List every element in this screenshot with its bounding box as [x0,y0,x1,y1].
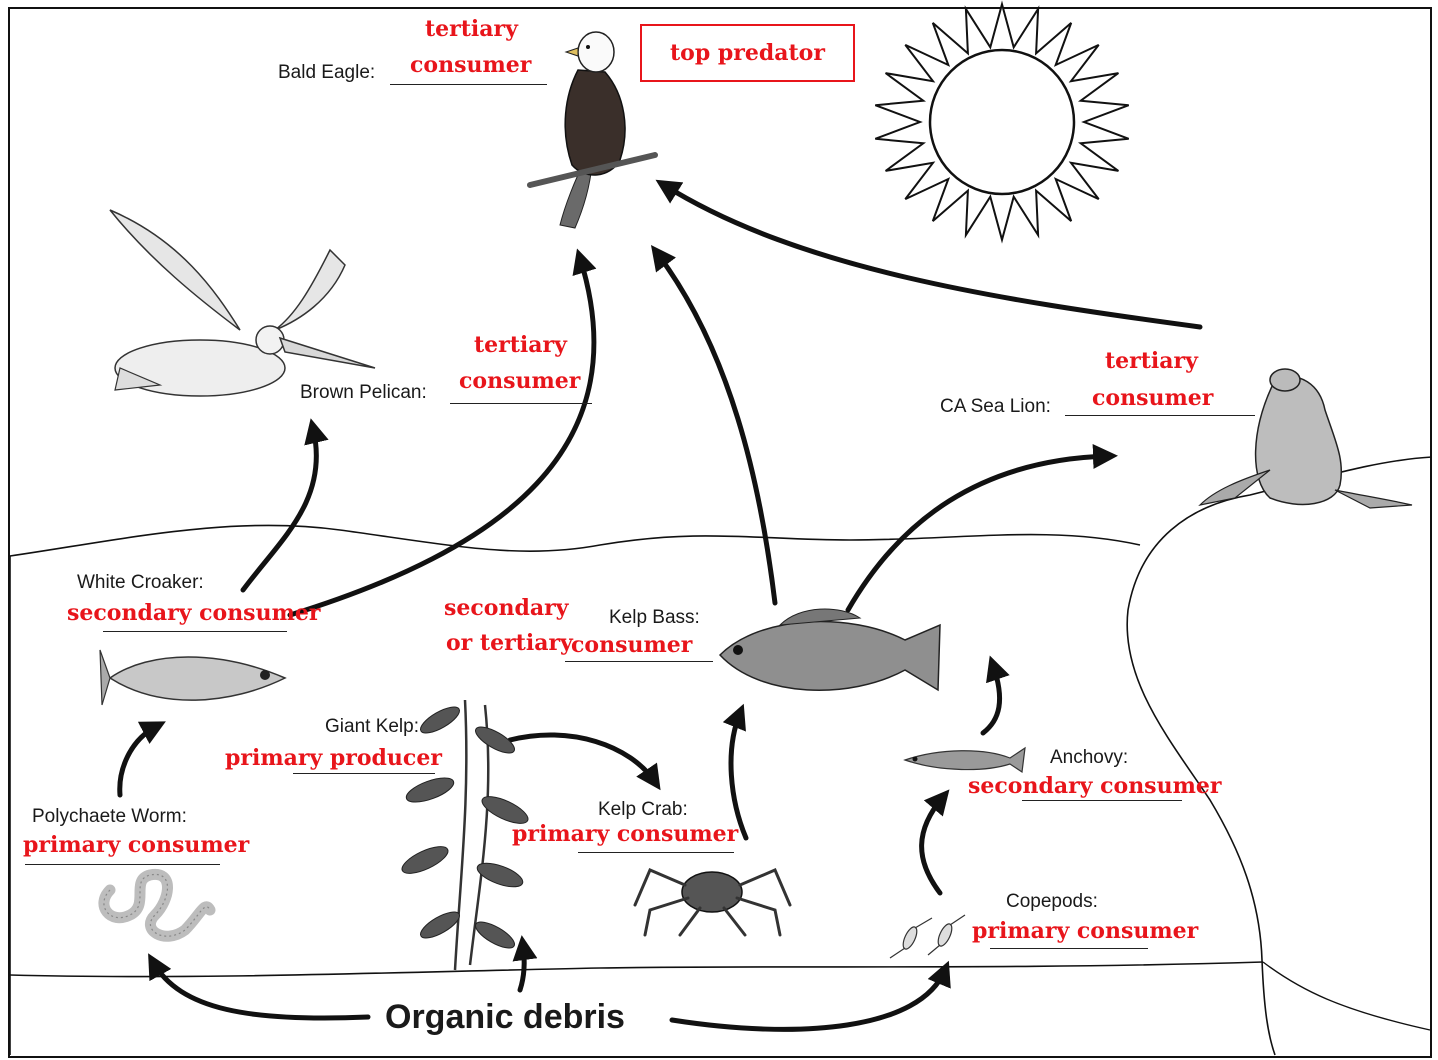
white-croaker-answer: secondary consumer [67,600,320,626]
sea-lion-answer-line [1065,415,1255,416]
polychaete-worm-icon [104,874,210,936]
sun-icon [875,4,1128,240]
arrow-worm-to-croaker [120,726,157,795]
kelp-bass-answer-line [565,661,713,662]
white-croaker-answer-line [103,631,287,632]
bald-eagle-answer-2: consumer [410,52,531,78]
brown-pelican-answer-line [450,403,592,404]
arrow-copepods-to-anchovy [922,797,943,893]
brown-pelican-answer-1: tertiary [474,332,567,358]
white-croaker-label: White Croaker: [77,572,204,594]
arrow-croaker-to-pelican [243,428,316,590]
arrow-debris-to-copepods [672,970,945,1029]
brown-pelican-label: Brown Pelican: [300,382,427,404]
anchovy-answer: secondary consumer [968,773,1221,799]
white-croaker-icon [100,650,285,705]
anchovy-label: Anchovy: [1050,747,1128,769]
kelp-bass-icon [720,609,940,690]
arrow-kelpbass-to-eagle [657,253,775,603]
polychaete-worm-answer-line [25,864,220,865]
kelp-bass-answer-2a: or tertiary [446,630,573,656]
polychaete-worm-answer: primary consumer [23,832,249,858]
arrow-kelp-to-crab [510,735,655,782]
copepods-answer-line [990,948,1148,949]
bald-eagle-icon [530,32,655,228]
giant-kelp-answer-line [293,773,435,774]
giant-kelp-label: Giant Kelp: [325,716,419,738]
sea-lion-answer-2: consumer [1092,385,1213,411]
sea-lion-icon [1200,369,1412,508]
copepods-icon [890,915,965,958]
floor-right-edge [1263,962,1430,1030]
arrow-anchovy-to-kelpbass [983,665,1000,733]
bald-eagle-label: Bald Eagle: [278,62,375,84]
bald-eagle-answer-1: tertiary [425,16,518,42]
polychaete-worm-label: Polychaete Worm: [32,806,187,828]
kelp-bass-answer-1: secondary [444,595,568,621]
arrow-kelpbass-to-sealion [848,456,1108,610]
arrow-debris-to-kelp [520,945,524,990]
kelp-bass-answer-2b: consumer [571,632,692,658]
brown-pelican-answer-2: consumer [459,368,580,394]
copepods-label: Copepods: [1006,891,1098,913]
arrow-debris-to-worm [153,962,368,1018]
kelp-crab-label: Kelp Crab: [598,799,688,821]
top-predator-note: top predator [670,40,825,66]
arrow-sealion-to-eagle [664,185,1200,327]
anchovy-icon [905,748,1025,772]
copepods-answer: primary consumer [972,918,1198,944]
organic-debris-label: Organic debris [385,998,625,1037]
arrow-croaker-to-eagle [290,258,594,615]
brown-pelican-icon [110,210,375,396]
kelp-crab-answer: primary consumer [512,821,738,847]
shoreline-outline [1127,457,1432,1055]
anchovy-answer-line [1022,800,1182,801]
sea-lion-label: CA Sea Lion: [940,396,1051,418]
water-surface-line [10,525,1140,556]
bald-eagle-answer-line [390,84,547,85]
sea-lion-answer-1: tertiary [1105,348,1198,374]
kelp-bass-label: Kelp Bass: [609,607,700,629]
kelp-crab-icon [635,870,790,935]
arrow-crab-to-kelpbass [731,713,746,838]
sea-floor-line [10,962,1263,977]
kelp-crab-answer-line [578,852,734,853]
giant-kelp-answer: primary producer [225,745,442,771]
